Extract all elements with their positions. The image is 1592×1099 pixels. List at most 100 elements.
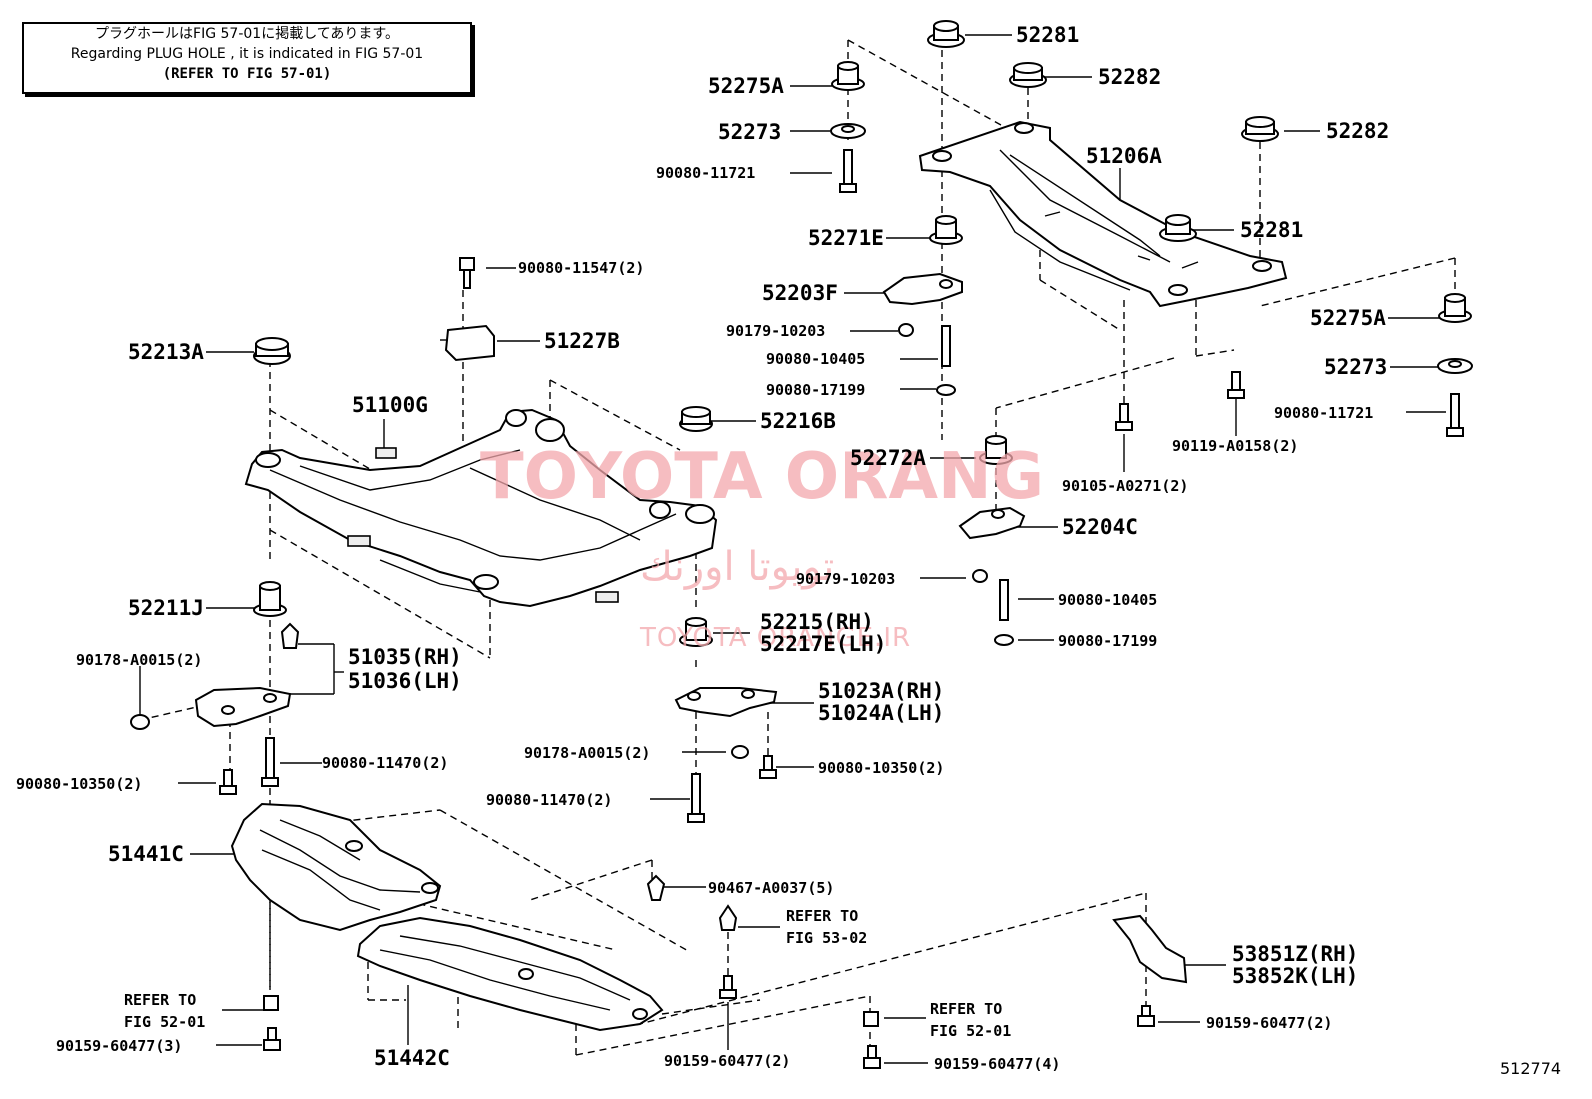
label-52281-right: 52281 — [1240, 218, 1303, 242]
bracket-51035 — [194, 686, 292, 728]
label-refer-53-02-line1: REFER TO — [786, 907, 858, 925]
watermark-latin: TOYOTA ORANG — [480, 440, 1044, 514]
bolt-90080-11470-mid — [687, 773, 705, 823]
rear-crossmember-51206A — [918, 120, 1288, 308]
bushing-52213A — [253, 337, 291, 365]
label-refer-52-01-mid-line2: FIG 52-01 — [930, 1022, 1011, 1040]
bushing-52275A-right — [1438, 293, 1472, 323]
clip-refer-52-01-left — [263, 995, 279, 1011]
bushing-52216B — [679, 406, 713, 432]
label-52271E: 52271E — [808, 226, 884, 250]
label-52282-top: 52282 — [1098, 65, 1161, 89]
label-refer-53-02-line2: FIG 53-02 — [786, 929, 867, 947]
dashed-alignment-lines — [139, 39, 1456, 1056]
label-90080-11470-mid: 90080-11470(2) — [486, 791, 612, 809]
bolt-90159-60477-left — [263, 1027, 281, 1051]
nut-90080-17199-mid — [994, 634, 1014, 646]
label-51100G: 51100G — [352, 393, 428, 417]
stud-90080-10405-top — [941, 325, 951, 367]
engine-under-cover-51441C — [230, 802, 442, 932]
label-52216B: 52216B — [760, 409, 836, 433]
nut-90080-17199-top — [936, 384, 956, 396]
label-51442C: 51442C — [374, 1046, 450, 1070]
bracket-53851Z — [1112, 914, 1188, 984]
label-52204C: 52204C — [1062, 515, 1138, 539]
label-refer-52-01-left-line1: REFER TO — [124, 991, 196, 1009]
bushings — [253, 20, 1473, 647]
front-suspension-member-51100G — [244, 408, 718, 608]
note-line-english: Regarding PLUG HOLE , it is indicated in… — [70, 46, 424, 62]
washer-52273-right — [1437, 358, 1473, 374]
clip-90467-A0037 — [646, 874, 666, 901]
label-51441C: 51441C — [108, 842, 184, 866]
label-51227B: 51227B — [544, 329, 620, 353]
washer-52273-top — [830, 123, 866, 139]
bushing-52271E — [929, 215, 963, 245]
bracket-51023A — [674, 687, 778, 718]
bushing-52215 — [679, 617, 713, 647]
label-52272A: 52272A — [850, 446, 926, 470]
bolt-90159-60477-right — [1137, 1005, 1155, 1027]
label-refer-52-01-mid-line1: REFER TO — [930, 1000, 1002, 1018]
label-90179-10203-top: 90179-10203 — [726, 322, 825, 340]
label-90178-A0015-mid: 90178-A0015(2) — [524, 744, 650, 762]
plug-hole-note-box: プラグホールはFIG 57-01に掲載してあります。 Regarding PLU… — [22, 22, 472, 94]
watermark-small: TOYOTA ORANGE.IR — [639, 623, 911, 653]
bolt-90105-A0271 — [1115, 403, 1133, 431]
label-51023A: 51023A(RH) — [818, 679, 944, 703]
bolt-90080-10350-left — [219, 769, 237, 795]
label-52211J: 52211J — [128, 596, 204, 620]
label-53851Z: 53851Z(RH) — [1232, 942, 1358, 966]
label-52273-top: 52273 — [718, 120, 781, 144]
label-51206A: 51206A — [1086, 144, 1162, 168]
label-52213A: 52213A — [128, 340, 204, 364]
label-52281-top: 52281 — [1016, 23, 1079, 47]
label-90080-10405-top: 90080-10405 — [766, 350, 865, 368]
label-90159-60477-right: 90159-60477(2) — [1206, 1014, 1332, 1032]
label-90080-10350-left: 90080-10350(2) — [16, 775, 142, 793]
bracket-51227B — [440, 324, 495, 362]
label-90080-17199-mid: 90080-17199 — [1058, 632, 1157, 650]
label-51036: 51036(LH) — [348, 669, 462, 693]
label-90080-10405-mid: 90080-10405 — [1058, 591, 1157, 609]
label-refer-52-01-left-line2: FIG 52-01 — [124, 1013, 205, 1031]
part-labels: 52281 52275A 52282 52273 52282 90080-117… — [16, 23, 1561, 1078]
label-90080-10350-mid: 90080-10350(2) — [818, 759, 944, 777]
figure-id: 512774 — [1500, 1059, 1561, 1078]
bracket-52203F — [882, 272, 963, 306]
bolt-90080-11721-right — [1446, 393, 1464, 437]
label-90080-11470-left: 90080-11470(2) — [322, 754, 448, 772]
label-90467-A0037: 90467-A0037(5) — [708, 879, 834, 897]
label-51024A: 51024A(LH) — [818, 701, 944, 725]
label-90080-11721-right: 90080-11721 — [1274, 404, 1373, 422]
nut-90178-A0015-mid — [731, 745, 749, 759]
bushing-52281-top — [927, 20, 965, 48]
label-90159-60477-bottom: 90159-60477(4) — [934, 1055, 1060, 1073]
label-90159-60477-mid: 90159-60477(2) — [664, 1052, 790, 1070]
bushing-52211J — [253, 581, 287, 617]
label-52282-right: 52282 — [1326, 119, 1389, 143]
label-90159-60477-left: 90159-60477(3) — [56, 1037, 182, 1055]
bushing-52281-right — [1159, 214, 1197, 242]
watermark: TOYOTA ORANG تويوتا اورنك TOYOTA ORANGE.… — [480, 440, 1044, 653]
bolt-90080-11721-top — [839, 149, 857, 193]
clip-51035 — [280, 622, 300, 649]
bushing-52282-top — [1009, 62, 1047, 88]
bolt-90159-60477-mid — [719, 975, 737, 999]
nut-90179-10203-top — [898, 323, 914, 337]
label-52217E: 52217E(LH) — [760, 632, 886, 656]
bushing-52282-right — [1241, 116, 1279, 142]
bushing-52272A — [979, 435, 1013, 465]
stud-90080-10405-mid — [999, 579, 1009, 621]
label-90080-11547: 90080-11547(2) — [518, 259, 644, 277]
label-52273-right: 52273 — [1324, 355, 1387, 379]
bushing-52275A-top — [831, 61, 865, 91]
engine-under-cover-51442C — [356, 916, 664, 1032]
bolt-90080-10350-mid — [759, 755, 777, 779]
label-52275A-top: 52275A — [708, 74, 784, 98]
label-53852K: 53852K(LH) — [1232, 964, 1358, 988]
watermark-arabic: تويوتا اورنك — [640, 544, 834, 590]
clip-refer-52-01-mid — [863, 1011, 879, 1027]
note-line-refer: (REFER TO FIG 57-01) — [162, 66, 332, 82]
